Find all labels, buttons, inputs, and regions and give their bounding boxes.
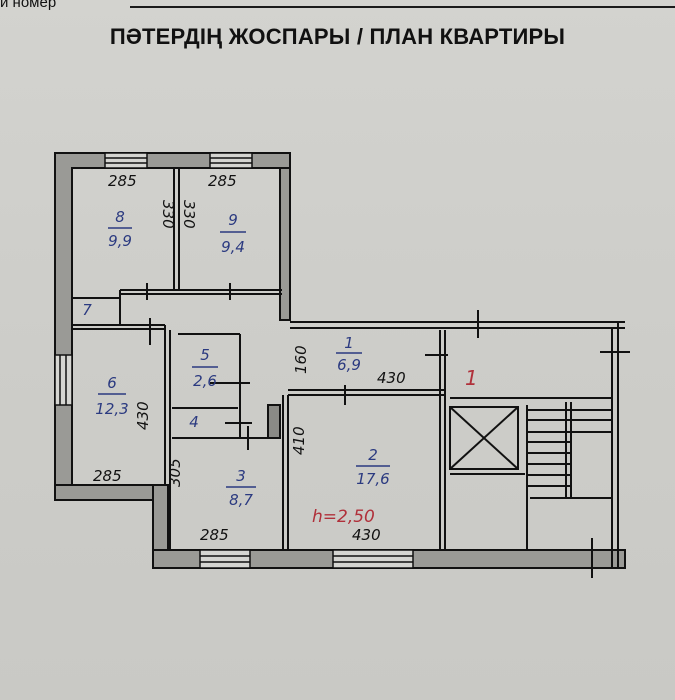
- dim-room9-width: 285: [208, 172, 237, 190]
- room-8-area: 9,9: [108, 232, 132, 250]
- room-6-number: 6: [107, 374, 117, 392]
- room-3-area: 8,7: [229, 491, 253, 509]
- dim-room6-height: 430: [134, 401, 152, 430]
- room-2-area: 17,6: [356, 470, 389, 488]
- room-6-area: 12,3: [95, 400, 128, 418]
- page-title: ПӘТЕРДІҢ ЖОСПАРЫ / ПЛАН КВАРТИРЫ: [109, 24, 566, 49]
- room-5-number: 5: [200, 346, 210, 364]
- dim-room3-height: 305: [166, 458, 184, 487]
- room-1-area: 6,9: [337, 356, 361, 374]
- room-5-area: 2,6: [193, 372, 217, 390]
- room-2-number: 2: [368, 446, 378, 464]
- dim-room3-width: 285: [200, 526, 229, 544]
- dim-room2-width: 430: [352, 526, 381, 544]
- windows: [54, 152, 414, 569]
- stair-marker: 1: [465, 366, 478, 390]
- red-annotations: h=2,50 1: [312, 366, 478, 527]
- dim-room8-height: 330: [159, 200, 177, 229]
- dim-room1-height: 160: [292, 345, 310, 374]
- room-4-number: 4: [189, 413, 199, 431]
- room-9-area: 9,4: [221, 238, 245, 256]
- dim-room1-width: 430: [377, 369, 406, 387]
- dim-room8-width: 285: [108, 172, 137, 190]
- field-label: и номер: [0, 0, 57, 11]
- ceiling-height-note: h=2,50: [312, 507, 375, 527]
- dimension-labels: 285 285 330 330 430 285 305 285 410 430 …: [93, 172, 406, 544]
- room-8-number: 8: [115, 208, 125, 226]
- room-3-number: 3: [236, 467, 246, 485]
- dim-room6-width: 285: [93, 467, 122, 485]
- interior-walls: [72, 168, 630, 578]
- room-1-number: 1: [344, 334, 354, 352]
- dim-room9-height: 330: [180, 200, 198, 229]
- room-9-number: 9: [228, 211, 238, 229]
- dim-room2-height: 410: [290, 426, 308, 455]
- field-underline: [130, 6, 675, 8]
- room-7-number: 7: [82, 301, 92, 319]
- room-labels: 8 9,9 9 9,4 7 6 12,3 5 2,6 4 3 8,7 2 17,…: [82, 208, 390, 509]
